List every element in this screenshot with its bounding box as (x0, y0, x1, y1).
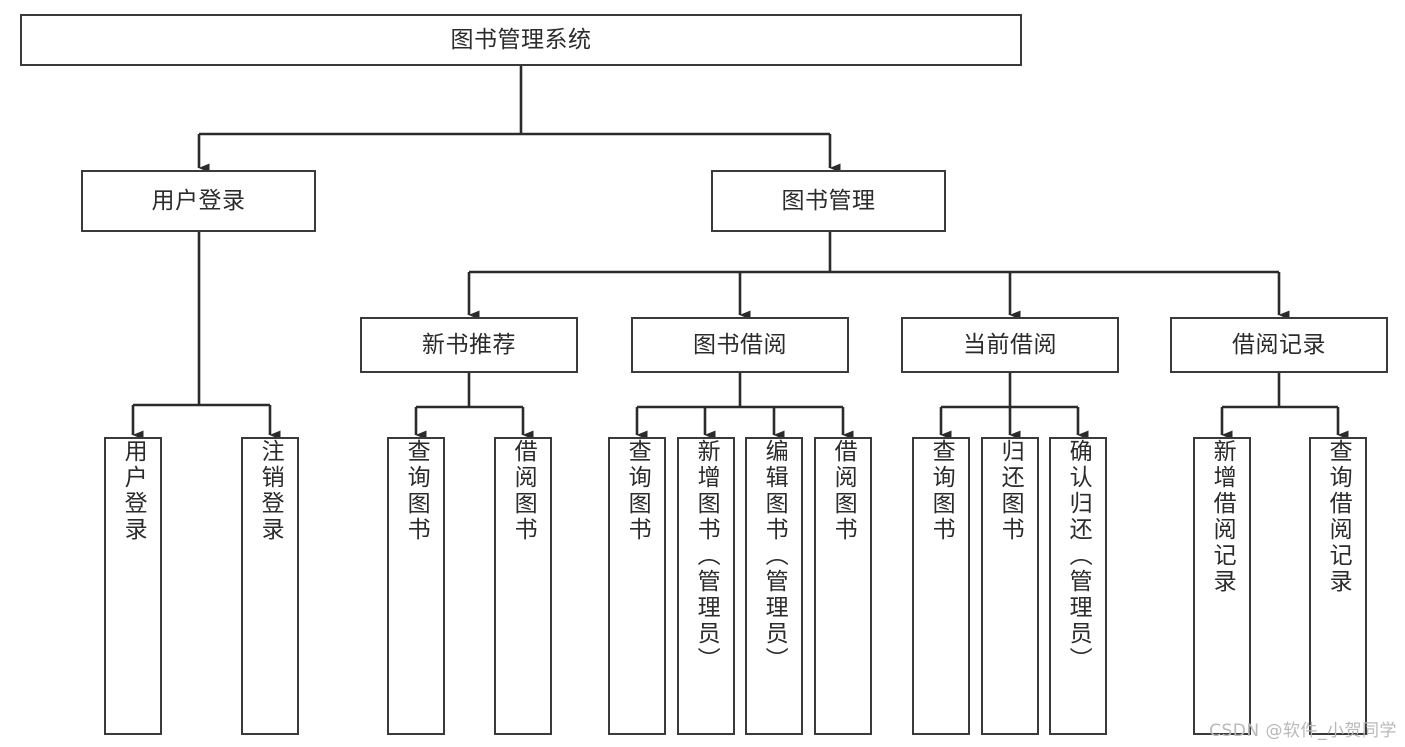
node-borrow-records-label: 借阅记录 (1232, 331, 1326, 358)
node-user-login-label: 用户登录 (151, 187, 246, 214)
leaf-add-record-label: 新增借阅记录 (1209, 439, 1236, 595)
leaf-query-record-label: 查询借阅记录 (1325, 439, 1352, 595)
leaf-add-book-label: 新增图书（管理员） (693, 439, 720, 673)
leaf-user-login[interactable]: 用户登录 (104, 437, 162, 735)
node-new-book-recommend[interactable]: 新书推荐 (360, 317, 578, 373)
leaf-edit-book[interactable]: 编辑图书（管理员） (745, 437, 803, 735)
node-user-login[interactable]: 用户登录 (81, 170, 316, 232)
leaf-add-book[interactable]: 新增图书（管理员） (677, 437, 735, 735)
leaf-query-book-1-label: 查询图书 (403, 439, 430, 543)
node-book-borrow[interactable]: 图书借阅 (631, 317, 849, 373)
leaf-edit-book-label: 编辑图书（管理员） (761, 439, 788, 673)
leaf-query-book-2[interactable]: 查询图书 (608, 437, 666, 735)
leaf-borrow-book-2[interactable]: 借阅图书 (814, 437, 872, 735)
leaf-query-book-2-label: 查询图书 (624, 439, 651, 543)
node-current-borrow-label: 当前借阅 (963, 331, 1057, 358)
leaf-confirm-return-label: 确认归还（管理员） (1065, 439, 1092, 673)
leaf-logout[interactable]: 注销登录 (241, 437, 299, 735)
leaf-return-book[interactable]: 归还图书 (981, 437, 1039, 735)
leaf-logout-label: 注销登录 (257, 439, 284, 543)
node-root[interactable]: 图书管理系统 (20, 14, 1022, 66)
leaf-confirm-return[interactable]: 确认归还（管理员） (1049, 437, 1107, 735)
leaf-borrow-book-1-label: 借阅图书 (510, 439, 537, 543)
leaf-return-book-label: 归还图书 (997, 439, 1024, 543)
leaf-query-book-3-label: 查询图书 (928, 439, 955, 543)
leaf-query-book-1[interactable]: 查询图书 (387, 437, 445, 735)
leaf-borrow-book-1[interactable]: 借阅图书 (494, 437, 552, 735)
leaf-user-login-label: 用户登录 (120, 439, 147, 543)
leaf-add-record[interactable]: 新增借阅记录 (1193, 437, 1251, 735)
leaf-borrow-book-2-label: 借阅图书 (830, 439, 857, 543)
leaf-query-book-3[interactable]: 查询图书 (912, 437, 970, 735)
node-root-label: 图书管理系统 (450, 26, 592, 53)
node-current-borrow[interactable]: 当前借阅 (901, 317, 1119, 373)
node-borrow-records[interactable]: 借阅记录 (1170, 317, 1388, 373)
leaf-query-record[interactable]: 查询借阅记录 (1309, 437, 1367, 735)
node-new-book-recommend-label: 新书推荐 (422, 331, 516, 358)
node-book-management-label: 图书管理 (781, 187, 876, 214)
watermark: CSDN @软件_小贺同学 (1209, 721, 1397, 741)
node-book-management[interactable]: 图书管理 (711, 170, 946, 232)
node-book-borrow-label: 图书借阅 (693, 331, 787, 358)
